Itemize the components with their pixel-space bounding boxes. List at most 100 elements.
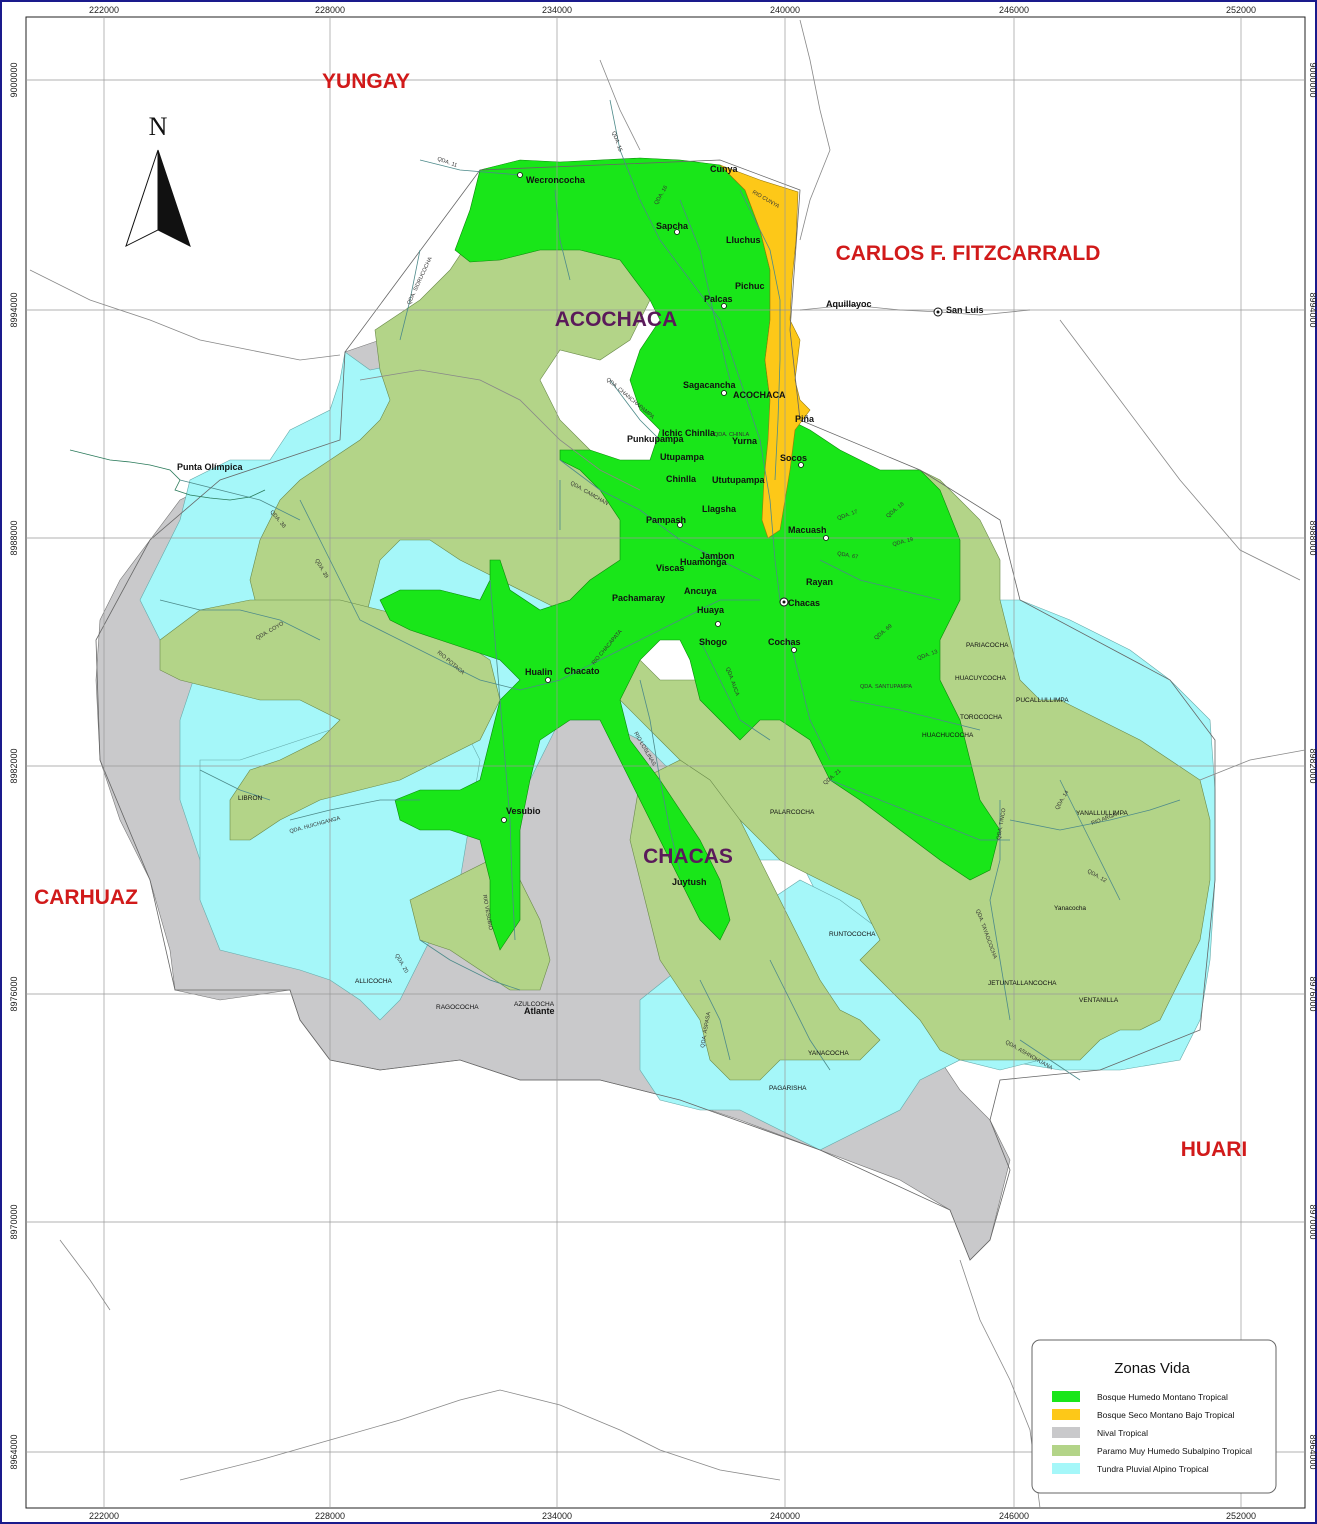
region-yungay: YUNGAY — [322, 70, 410, 93]
district-chacas: CHACAS — [643, 845, 733, 868]
rivers — [159, 99, 1181, 1081]
place-label: Palcas — [704, 294, 733, 304]
legend-swatch-bosque-seco — [1052, 1409, 1080, 1420]
northing-left-2: 8994000 — [9, 292, 19, 327]
lake-label: YANACOCHA — [808, 1050, 849, 1057]
lake-label: HUACUYCOCHA — [955, 675, 1007, 682]
place-label: Vesubio — [506, 806, 541, 816]
lake-label: TOROCOCHA — [960, 714, 1003, 721]
coordinate-grid — [26, 17, 1305, 1508]
easting-bottom-5: 246000 — [999, 1511, 1029, 1521]
northing-left-6: 8970000 — [9, 1204, 19, 1239]
lake-label: JETUNTALLANCOCHA — [988, 980, 1057, 987]
northing-right-1: 9000000 — [1308, 62, 1317, 97]
easting-top-5: 246000 — [999, 5, 1029, 15]
easting-top-1: 222000 — [89, 5, 119, 15]
punta-olimpica-road — [69, 449, 266, 501]
district-boundary — [95, 159, 1216, 1261]
place-label: Chinlla — [666, 474, 697, 484]
place-label: San Luis — [946, 305, 984, 315]
zone-paramo-west — [159, 599, 501, 841]
northing-right-4: 8982000 — [1308, 748, 1317, 783]
place-label: Shogo — [699, 637, 727, 647]
place-label: Aquillayoc — [826, 299, 872, 309]
place-label: Pichuc — [735, 281, 765, 291]
northing-right-6: 8970000 — [1308, 1204, 1317, 1239]
place-label: Chacas — [788, 598, 820, 608]
north-arrow-label: N — [149, 112, 168, 141]
zone-bosque-humedo — [379, 157, 1001, 951]
northing-right-7: 8964000 — [1308, 1434, 1317, 1469]
place-label: Atlante — [524, 1006, 555, 1016]
easting-bottom-1: 222000 — [89, 1511, 119, 1521]
lake-labels: PARIACOCHA HUACUYCOCHA PUCALLULLIMPA TOR… — [238, 642, 1128, 1092]
river-label: QDA. 67 — [837, 551, 859, 561]
place-label: Sagacancha — [683, 380, 737, 390]
place-label: Jambon — [700, 551, 735, 561]
place-label: Hualin — [525, 667, 553, 677]
northing-right-3: 8988000 — [1308, 520, 1317, 555]
region-huari: HUARI — [1181, 1138, 1248, 1161]
region-carhuaz: CARHUAZ — [34, 886, 138, 909]
region-carlos-fitzcarrald: CARLOS F. FITZCARRALD — [836, 242, 1101, 265]
river-label: QDA. CHINLA — [714, 432, 749, 438]
place-label: Sapcha — [656, 221, 689, 231]
lake-label: PARIACOCHA — [966, 642, 1009, 649]
lake-label: PUCALLULLIMPA — [1016, 697, 1069, 704]
legend: Zonas Vida Bosque Humedo Montano Tropica… — [1031, 1339, 1277, 1494]
northing-left-5: 8976000 — [9, 976, 19, 1011]
place-label: Juytush — [672, 877, 707, 887]
place-label: Cochas — [768, 637, 801, 647]
place-label: Viscas — [656, 563, 684, 573]
northing-left-4: 8982000 — [9, 748, 19, 783]
place-label: Ichic Chinlla — [662, 428, 716, 438]
legend-title: Zonas Vida — [1114, 1360, 1190, 1377]
place-label: ACOCHACA — [733, 390, 786, 400]
easting-top-6: 252000 — [1226, 5, 1256, 15]
northing-left-7: 8964000 — [9, 1434, 19, 1469]
lake-label: ALLICOCHA — [355, 978, 393, 985]
easting-top-2: 228000 — [315, 5, 345, 15]
legend-item-label: Bosque Seco Montano Bajo Tropical — [1097, 1410, 1235, 1420]
place-label: Socos — [780, 453, 807, 463]
place-label: Lluchus — [726, 235, 761, 245]
easting-bottom-3: 234000 — [542, 1511, 572, 1521]
life-zones — [95, 157, 1216, 1261]
lake-label: HUACHUCOCHA — [922, 732, 974, 739]
easting-top-4: 240000 — [770, 5, 800, 15]
lake-label: PALARCOCHA — [770, 809, 815, 816]
lake-label: PAGARISHA — [769, 1085, 807, 1092]
place-label: Huamonga — [680, 557, 727, 567]
lake-label: VENTANILLA — [1079, 997, 1119, 1004]
place-label: Huaya — [697, 605, 725, 615]
easting-bottom-2: 228000 — [315, 1511, 345, 1521]
place-label: Macuash — [788, 525, 827, 535]
legend-box — [1031, 1339, 1277, 1494]
place-label: Utupampa — [660, 452, 705, 462]
northing-left-1: 9000000 — [9, 62, 19, 97]
place-label: Chacato — [564, 666, 600, 676]
legend-swatch-bosque-humedo — [1052, 1391, 1080, 1402]
place-label: Llagsha — [702, 504, 737, 514]
place-labels: Wecroncocha Cunya Sapcha Lluchus Pichuc … — [177, 164, 984, 1016]
river-label: QDA. TINCO — [996, 807, 1008, 840]
place-label: Pampash — [646, 515, 686, 525]
place-label: Ututupampa — [712, 475, 765, 485]
place-label: Wecroncocha — [526, 175, 586, 185]
place-label: Cunya — [710, 164, 739, 174]
place-label: Pachamaray — [612, 593, 665, 603]
legend-swatch-paramo — [1052, 1445, 1080, 1456]
legend-swatch-tundra — [1052, 1463, 1080, 1474]
legend-item-label: Tundra Pluvial Alpino Tropical — [1097, 1464, 1209, 1474]
lake-label: LIBRON — [238, 795, 263, 802]
easting-bottom-6: 252000 — [1226, 1511, 1256, 1521]
place-label: Piña — [795, 414, 815, 424]
place-label: Punta Olímpica — [177, 462, 244, 472]
place-label: Punkupampa — [627, 434, 685, 444]
river-label: QDA. SANTUPAMPA — [860, 684, 912, 690]
lake-label: Yanacocha — [1054, 905, 1086, 912]
north-arrow: N — [125, 112, 191, 247]
place-label: Ancuya — [684, 586, 718, 596]
lake-label: RUNTOCOCHA — [829, 931, 876, 938]
